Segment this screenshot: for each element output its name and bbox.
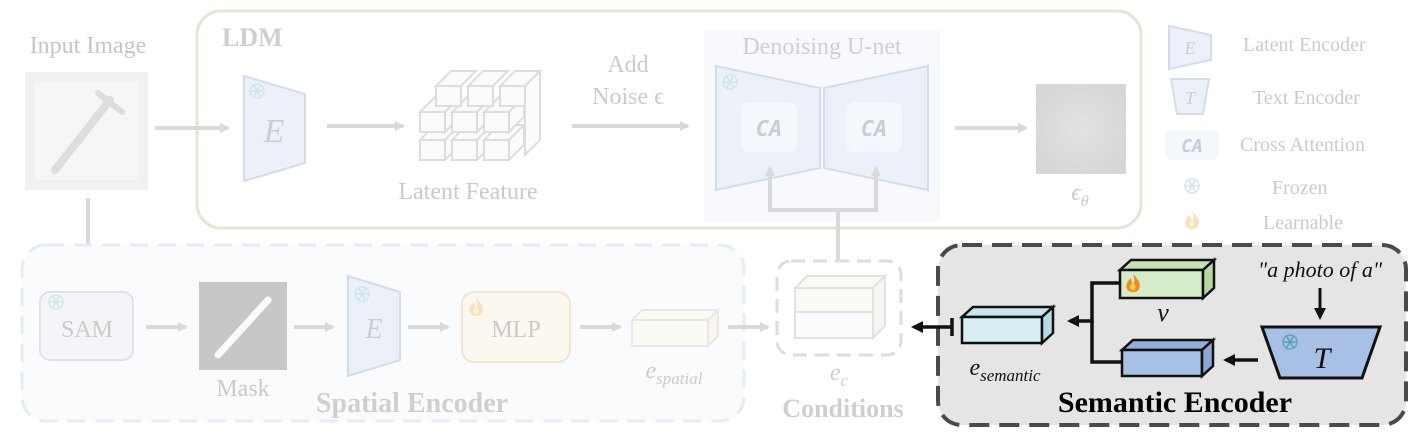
mlp-label: MLP [491, 317, 540, 343]
faded-context: Input Image LDM E [20, 9, 1366, 423]
mask-label: Mask [216, 376, 269, 402]
unet-label: Denoising U-net [742, 34, 902, 60]
semantic-encoder-box [936, 243, 1408, 427]
legend: E Latent Encoder T Text Encoder CA Cross… [1165, 24, 1366, 234]
conditions-symbol: ec [830, 360, 849, 390]
ldm-label: LDM [222, 23, 283, 52]
predicted-noise-image [1036, 84, 1126, 174]
conditions-embedding [792, 273, 888, 341]
semantic-embedding-symbol: esemantic [969, 355, 1041, 385]
legend-ca-label: Cross Attention [1240, 134, 1365, 156]
legend-ca-symbol: CA [1181, 136, 1203, 157]
spatial-encoder-box [20, 243, 746, 423]
latent-feature-cubes [417, 68, 543, 163]
arrow-text-to-semantic [1090, 321, 1122, 364]
legend-text-encoder-label: Text Encoder [1253, 87, 1360, 109]
add-noise-line2: Noise ϵ [592, 84, 664, 110]
denoising-unet: CA CA [715, 64, 929, 192]
arrow-conditions-to-ca2 [838, 166, 881, 212]
ldm-box [195, 9, 1143, 230]
spatial-encoder-symbol: E [364, 314, 382, 345]
legend-learnable-label: Learnable [1263, 212, 1343, 234]
spatial-embedding-symbol: espatial [646, 358, 703, 388]
snowflake-icon [1184, 178, 1200, 194]
add-noise-line1: Add [607, 52, 648, 78]
semantic-encoder: Semantic Encoder "a photo of a" T v [911, 243, 1408, 427]
unet-background [704, 30, 940, 222]
semantic-encoder-label: Semantic Encoder [1058, 386, 1292, 419]
semantic-embedding [958, 304, 1057, 346]
arrow-v-to-semantic [1067, 281, 1120, 327]
input-image-label: Input Image [30, 33, 147, 59]
legend-ca-swatch [1165, 130, 1219, 160]
conditions-label: Conditions [782, 394, 903, 423]
legend-text-encoder-swatch [1169, 78, 1211, 115]
spatial-encoder-label: Spatial Encoder [316, 388, 508, 419]
ldm-encoder-symbol: E [263, 113, 285, 150]
conditions-box [775, 259, 903, 357]
legend-text-encoder-symbol: T [1185, 88, 1197, 108]
text-prompt: "a photo of a" [1258, 257, 1383, 282]
text-embedding [1118, 337, 1217, 379]
legend-frozen-label: Frozen [1272, 177, 1328, 199]
v-symbol: v [1157, 298, 1169, 327]
flame-icon [1185, 211, 1199, 229]
ldm-latent-encoder: E [243, 74, 306, 183]
legend-encoder-swatch [1168, 24, 1212, 71]
sam-block [39, 291, 134, 361]
ca-symbol-2: CA [861, 117, 888, 142]
legend-encoder-label: Latent Encoder [1243, 34, 1366, 56]
legend-encoder-symbol: E [1184, 38, 1196, 58]
mask-image [199, 282, 287, 370]
arrow-conditions-to-ca1 [765, 166, 840, 260]
latent-feature-label: Latent Feature [398, 179, 537, 205]
text-encoder-symbol: T [1314, 342, 1333, 375]
sam-label: SAM [61, 317, 113, 343]
cross-attention-block-1 [741, 102, 797, 152]
mlp-block [461, 291, 571, 363]
input-image [25, 72, 148, 190]
predicted-noise-symbol: ϵθ [1071, 180, 1089, 210]
ca-symbol-1: CA [756, 117, 783, 142]
learnable-token-v [1116, 257, 1218, 301]
spatial-embedding [629, 307, 721, 349]
cross-attention-block-2 [846, 102, 902, 152]
